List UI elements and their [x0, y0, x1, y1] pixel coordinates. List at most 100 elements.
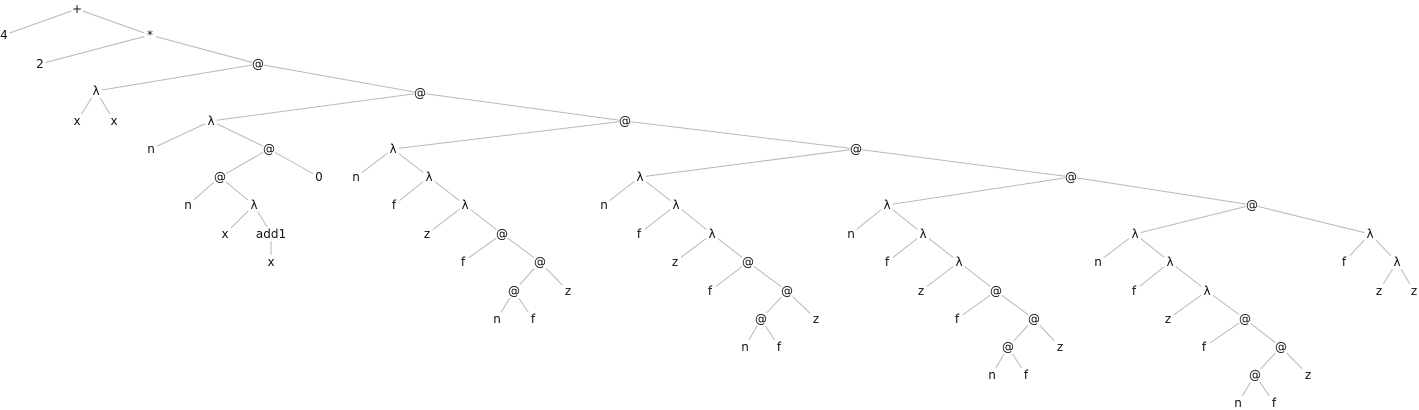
node-background: [619, 114, 631, 128]
node-background: [915, 284, 927, 298]
tree-edge: [393, 176, 430, 206]
tree-node-n: n: [1092, 255, 1104, 269]
node-label: @: [781, 284, 793, 298]
tree-edge: [210, 120, 270, 150]
tree-node-times: *: [144, 28, 156, 42]
node-label: n: [184, 198, 192, 212]
tree-node-f: f: [1268, 396, 1280, 410]
tree-edge: [639, 148, 857, 178]
tree-node-plus: +: [71, 2, 83, 16]
tree-node-x: x: [108, 114, 120, 128]
tree-edge: [1167, 290, 1208, 320]
node-label: +: [72, 2, 82, 16]
node-label: @: [619, 114, 631, 128]
node-label: z: [565, 284, 571, 298]
node-label: f: [885, 255, 890, 269]
node-background: [145, 142, 157, 156]
node-label: 2: [36, 57, 44, 71]
node-background: [881, 198, 893, 212]
node-label: λ: [636, 170, 643, 184]
tree-edge: [886, 204, 924, 235]
tree-node-n: n: [1232, 396, 1244, 410]
tree-node-n: n: [986, 368, 998, 382]
node-background: [252, 57, 264, 71]
node-background: [755, 312, 767, 326]
tree-node-f: f: [1128, 284, 1140, 298]
tree-node-n: n: [350, 170, 362, 184]
tree-edge: [95, 63, 259, 92]
node-background: [986, 368, 998, 382]
node-label: n: [741, 340, 749, 354]
node-background: [457, 255, 469, 269]
node-label: 4: [0, 28, 8, 42]
node-background: [1128, 284, 1140, 298]
tree-node-lambda: λ: [1391, 255, 1403, 269]
tree-node-n: n: [491, 312, 503, 326]
tree-node-f: f: [633, 227, 645, 241]
tree-edge: [886, 233, 924, 263]
node-label: z: [1411, 284, 1417, 298]
node-background: [1364, 227, 1376, 241]
node-background: [781, 284, 793, 298]
tree-edge: [638, 204, 677, 235]
tree-edge: [268, 148, 320, 178]
node-background: [459, 198, 471, 212]
node-background: [634, 170, 646, 184]
node-label: λ: [207, 114, 214, 128]
tree-node-f: f: [457, 255, 469, 269]
tree-node-lambda: λ: [1364, 227, 1376, 241]
node-background: [108, 114, 120, 128]
tree-node-f: f: [951, 312, 963, 326]
tree-node-n: n: [598, 198, 610, 212]
tree-node-z: z: [1054, 340, 1066, 354]
tree-node-n: n: [739, 340, 751, 354]
node-background: [1198, 340, 1210, 354]
tree-node-apply: @: [1275, 340, 1287, 354]
node-background: [706, 227, 718, 241]
tree-node-f: f: [1338, 255, 1350, 269]
node-background: [205, 114, 217, 128]
node-label: f: [461, 255, 466, 269]
tree-node-lambda: λ: [423, 170, 435, 184]
node-label: @: [534, 255, 546, 269]
tree-node-lambda: λ: [881, 198, 893, 212]
node-background: [1164, 255, 1176, 269]
node-label: @: [1246, 198, 1258, 212]
tree-node-apply: @: [1239, 312, 1251, 326]
node-background: [1275, 340, 1287, 354]
tree-node-f: f: [704, 284, 716, 298]
node-background: [263, 142, 275, 156]
tree-edge: [922, 233, 960, 263]
tree-edge: [428, 176, 466, 206]
node-label: *: [147, 28, 153, 42]
node-label: n: [1234, 396, 1242, 410]
node-label: n: [1094, 255, 1102, 269]
node-background: [1028, 312, 1040, 326]
tree-node-lambda: λ: [459, 198, 471, 212]
node-background: [1246, 198, 1258, 212]
node-label: f: [392, 198, 397, 212]
node-label: λ: [672, 198, 679, 212]
tree-edge: [1133, 261, 1171, 292]
node-background: [313, 170, 325, 184]
node-label: @: [1249, 368, 1261, 382]
tree-node-n: n: [145, 142, 157, 156]
node-label: n: [352, 170, 360, 184]
tree-node-apply: @: [1002, 340, 1014, 354]
tree-node-z: z: [915, 284, 927, 298]
node-label: λ: [919, 227, 926, 241]
tree-node-z: z: [669, 255, 681, 269]
node-background: [1232, 396, 1244, 410]
tree-edge: [1206, 290, 1246, 320]
node-background: [633, 227, 645, 241]
node-label: n: [147, 142, 155, 156]
node-label: @: [496, 227, 508, 241]
node-label: λ: [250, 198, 257, 212]
node-background: [773, 340, 785, 354]
node-background: [144, 28, 156, 42]
tree-node-apply: @: [214, 170, 226, 184]
node-background: [90, 84, 102, 98]
tree-edge: [150, 120, 212, 150]
node-background: [423, 170, 435, 184]
tree-edge: [1244, 318, 1282, 348]
